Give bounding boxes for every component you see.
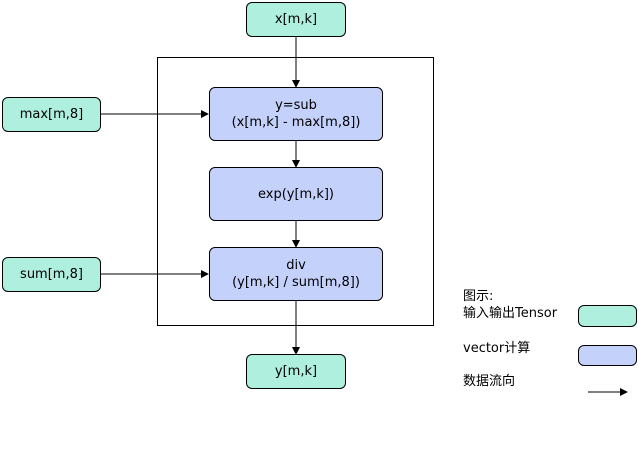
div-label-line2: (y[m,k] / sum[m,8]) [232,275,360,290]
legend-tensor-label: 输入输出Tensor [463,306,558,321]
legend-vector-label: vector计算 [463,341,531,356]
input-x-label: x[m,k] [274,12,318,27]
output-y-label: y[m,k] [274,364,318,379]
exp-node: exp(y[m,k]) [209,167,383,221]
sub-node: y=sub (x[m,k] - max[m,8]) [209,87,383,141]
sub-label-line1: y=sub [275,98,317,113]
input-x-node: x[m,k] [246,2,346,37]
input-max-node: max[m,8] [2,97,101,132]
exp-label: exp(y[m,k]) [257,186,335,202]
legend-flow-label: 数据流向 [463,374,516,389]
sub-label-line2: (x[m,k] - max[m,8]) [231,115,361,130]
input-sum-label: sum[m,8] [20,267,83,282]
input-sum-node: sum[m,8] [2,257,101,292]
div-label-line1: div [286,258,306,273]
legend-title: 图示: [463,289,494,304]
div-node: div (y[m,k] / sum[m,8]) [209,247,383,301]
legend-tensor-swatch [578,305,637,327]
input-max-label: max[m,8] [19,107,84,122]
output-y-node: y[m,k] [246,354,346,389]
legend-vector-swatch [578,345,637,366]
